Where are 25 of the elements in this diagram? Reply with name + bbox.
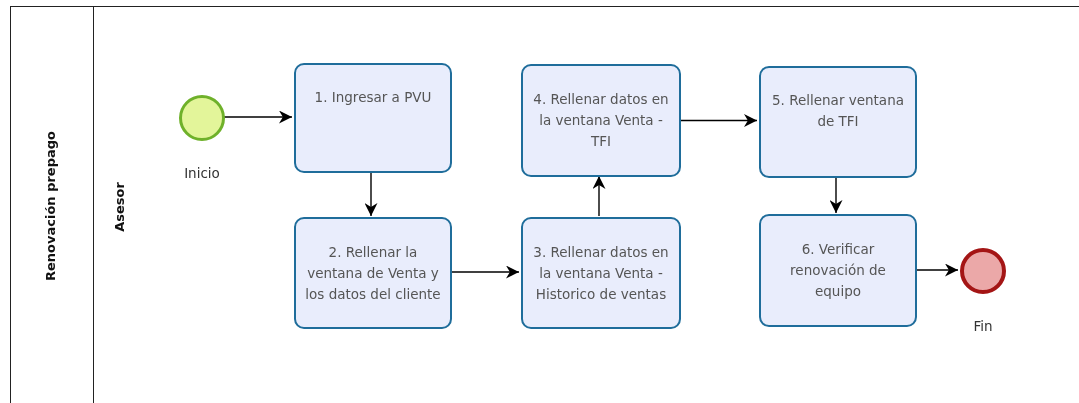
- task-box: [294, 217, 452, 329]
- lane-label: Asesor: [112, 182, 127, 232]
- task-box: [521, 64, 681, 177]
- task-box: [759, 66, 917, 178]
- task-label: 6. Verificar renovación de equipo: [789, 240, 887, 301]
- arrow: [829, 176, 843, 214]
- task-box: [294, 63, 452, 173]
- task-label: 5. Rellenar ventana de TFI: [771, 91, 905, 131]
- task-label: 1. Ingresar a PVU: [314, 88, 432, 107]
- arrow: [449, 265, 520, 279]
- task-label: 3. Rellenar datos en la ventana Venta - Historico de ventas: [532, 242, 670, 304]
- arrow: [364, 171, 378, 217]
- arrow: [678, 114, 758, 127]
- arrow: [914, 263, 959, 277]
- task-label: 2. Rellenar la ventana de Venta y los datos del cliente: [304, 242, 442, 304]
- start-event-circle: [179, 95, 225, 141]
- task-box: [521, 217, 681, 329]
- pool-label: Renovación prepago: [43, 131, 58, 281]
- arrow: [592, 175, 606, 217]
- event-label: Fin: [973, 318, 993, 334]
- event-label: Inicio: [184, 165, 220, 181]
- arrow: [222, 110, 293, 124]
- task-box: [759, 214, 917, 327]
- end-event-circle: [960, 248, 1006, 294]
- task-label: 4. Rellenar datos en la ventana Venta - TFI: [532, 90, 670, 151]
